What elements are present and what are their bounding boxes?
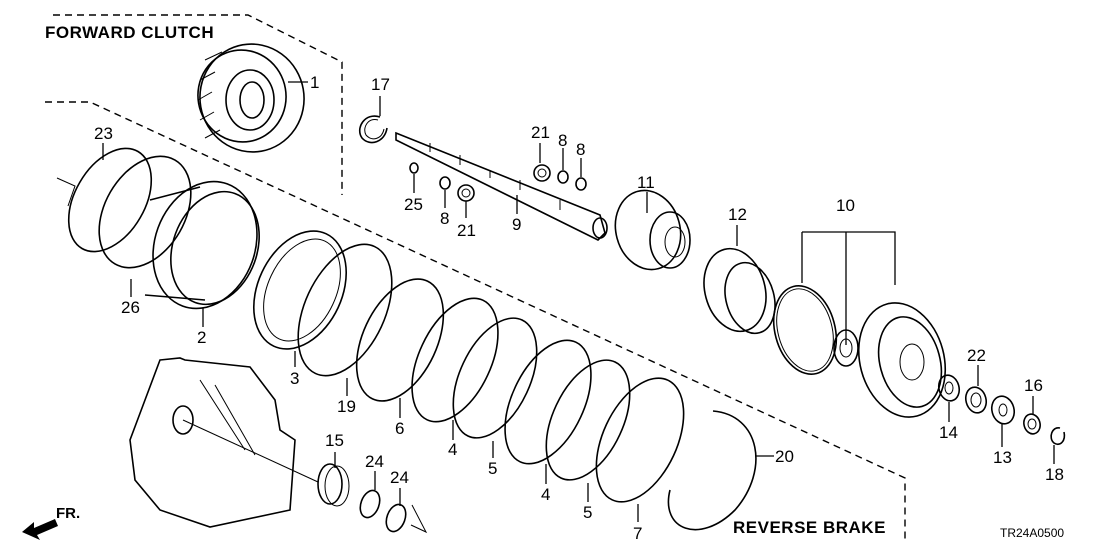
callout-20: 20	[775, 447, 794, 466]
callout-9: 9	[512, 215, 521, 234]
part-25-washer[interactable]	[409, 162, 419, 174]
reverse-brake-boundary	[45, 101, 906, 540]
callout-16: 16	[1024, 376, 1043, 395]
callout-24b: 24	[390, 468, 409, 487]
forward-clutch-title: FORWARD CLUTCH	[45, 23, 214, 42]
part-21-needle-bearing-a[interactable]	[457, 184, 475, 202]
callout-15: 15	[325, 431, 344, 450]
part-24-o-ring-a[interactable]	[357, 488, 383, 520]
part-1-clutch-drum[interactable]	[191, 36, 313, 160]
callout-5a: 5	[488, 459, 497, 478]
callout-4a: 4	[448, 440, 457, 459]
part-22-thrust-bearing[interactable]	[963, 385, 989, 415]
callout-21a: 21	[457, 221, 476, 240]
arrow-left-icon	[22, 519, 58, 540]
callout-2: 2	[197, 328, 206, 347]
callout-8a: 8	[440, 209, 449, 228]
callout-17: 17	[371, 75, 390, 94]
callout-10: 10	[836, 196, 855, 215]
part-13-thrust-washer[interactable]	[989, 394, 1017, 427]
callout-18: 18	[1045, 465, 1064, 484]
section-boundaries	[45, 14, 906, 540]
part-23-o-ring[interactable]	[52, 134, 169, 266]
callout-8c: 8	[576, 140, 585, 159]
part-14-thrust-washer[interactable]	[936, 373, 962, 403]
callout-26: 26	[121, 298, 140, 317]
part-19-snap-ring[interactable]	[279, 230, 411, 391]
part-18-circlip[interactable]	[1050, 427, 1066, 446]
assembly-mark-left	[56, 177, 76, 207]
callout-5b: 5	[583, 503, 592, 522]
part-4-plate-b[interactable]	[487, 327, 608, 477]
part-9-shaft[interactable]	[395, 131, 608, 241]
part-10-assembly[interactable]	[764, 279, 957, 427]
callout-7: 7	[633, 524, 642, 543]
part-2-piston[interactable]	[136, 167, 275, 323]
part-4-plate-a[interactable]	[394, 285, 515, 435]
callout-6: 6	[395, 419, 404, 438]
part-17-snap-ring[interactable]	[358, 115, 388, 144]
callout-24a: 24	[365, 452, 384, 471]
callout-19: 19	[337, 397, 356, 416]
part-5-disc-a[interactable]	[436, 305, 554, 451]
callout-23: 23	[94, 124, 113, 143]
assembly-mark-right	[410, 504, 428, 534]
part-8-washer-c[interactable]	[575, 177, 587, 191]
part-8-washer-a[interactable]	[439, 176, 451, 190]
forward-clutch-boundary	[53, 14, 343, 195]
callout-25: 25	[404, 195, 423, 214]
callout-4b: 4	[541, 485, 550, 504]
callout-22: 22	[967, 346, 986, 365]
diagram-code: TR24A0500	[1000, 526, 1064, 540]
part-3-spring-retainer[interactable]	[236, 216, 365, 364]
reverse-brake-title: REVERSE BRAKE	[733, 518, 886, 537]
callout-8b: 8	[558, 131, 567, 150]
part-24-o-ring-b[interactable]	[383, 502, 409, 534]
part-16-washer[interactable]	[1022, 412, 1043, 435]
callout-12: 12	[728, 205, 747, 224]
callout-11: 11	[637, 173, 655, 192]
callout-3: 3	[290, 369, 299, 388]
part-26-o-ring[interactable]	[80, 140, 209, 284]
part-11-gear[interactable]	[607, 183, 691, 277]
part-20-snap-ring[interactable]	[667, 410, 757, 531]
callout-1: 1	[310, 73, 319, 92]
transmission-housing	[129, 357, 319, 528]
part-7-end-plate[interactable]	[579, 365, 702, 516]
part-5-disc-b[interactable]	[529, 347, 647, 493]
fr-label: FR.	[56, 505, 80, 522]
part-12-carrier-ring[interactable]	[695, 242, 782, 339]
callout-21b: 21	[531, 123, 550, 142]
callout-14: 14	[939, 423, 958, 442]
front-direction-indicator: FR.	[22, 505, 80, 540]
part-21-needle-bearing-b[interactable]	[533, 164, 551, 182]
callout-13: 13	[993, 448, 1012, 467]
part-6-plate[interactable]	[339, 265, 461, 414]
part-8-washer-b[interactable]	[557, 170, 569, 184]
part-15-oil-seal[interactable]	[317, 463, 350, 507]
